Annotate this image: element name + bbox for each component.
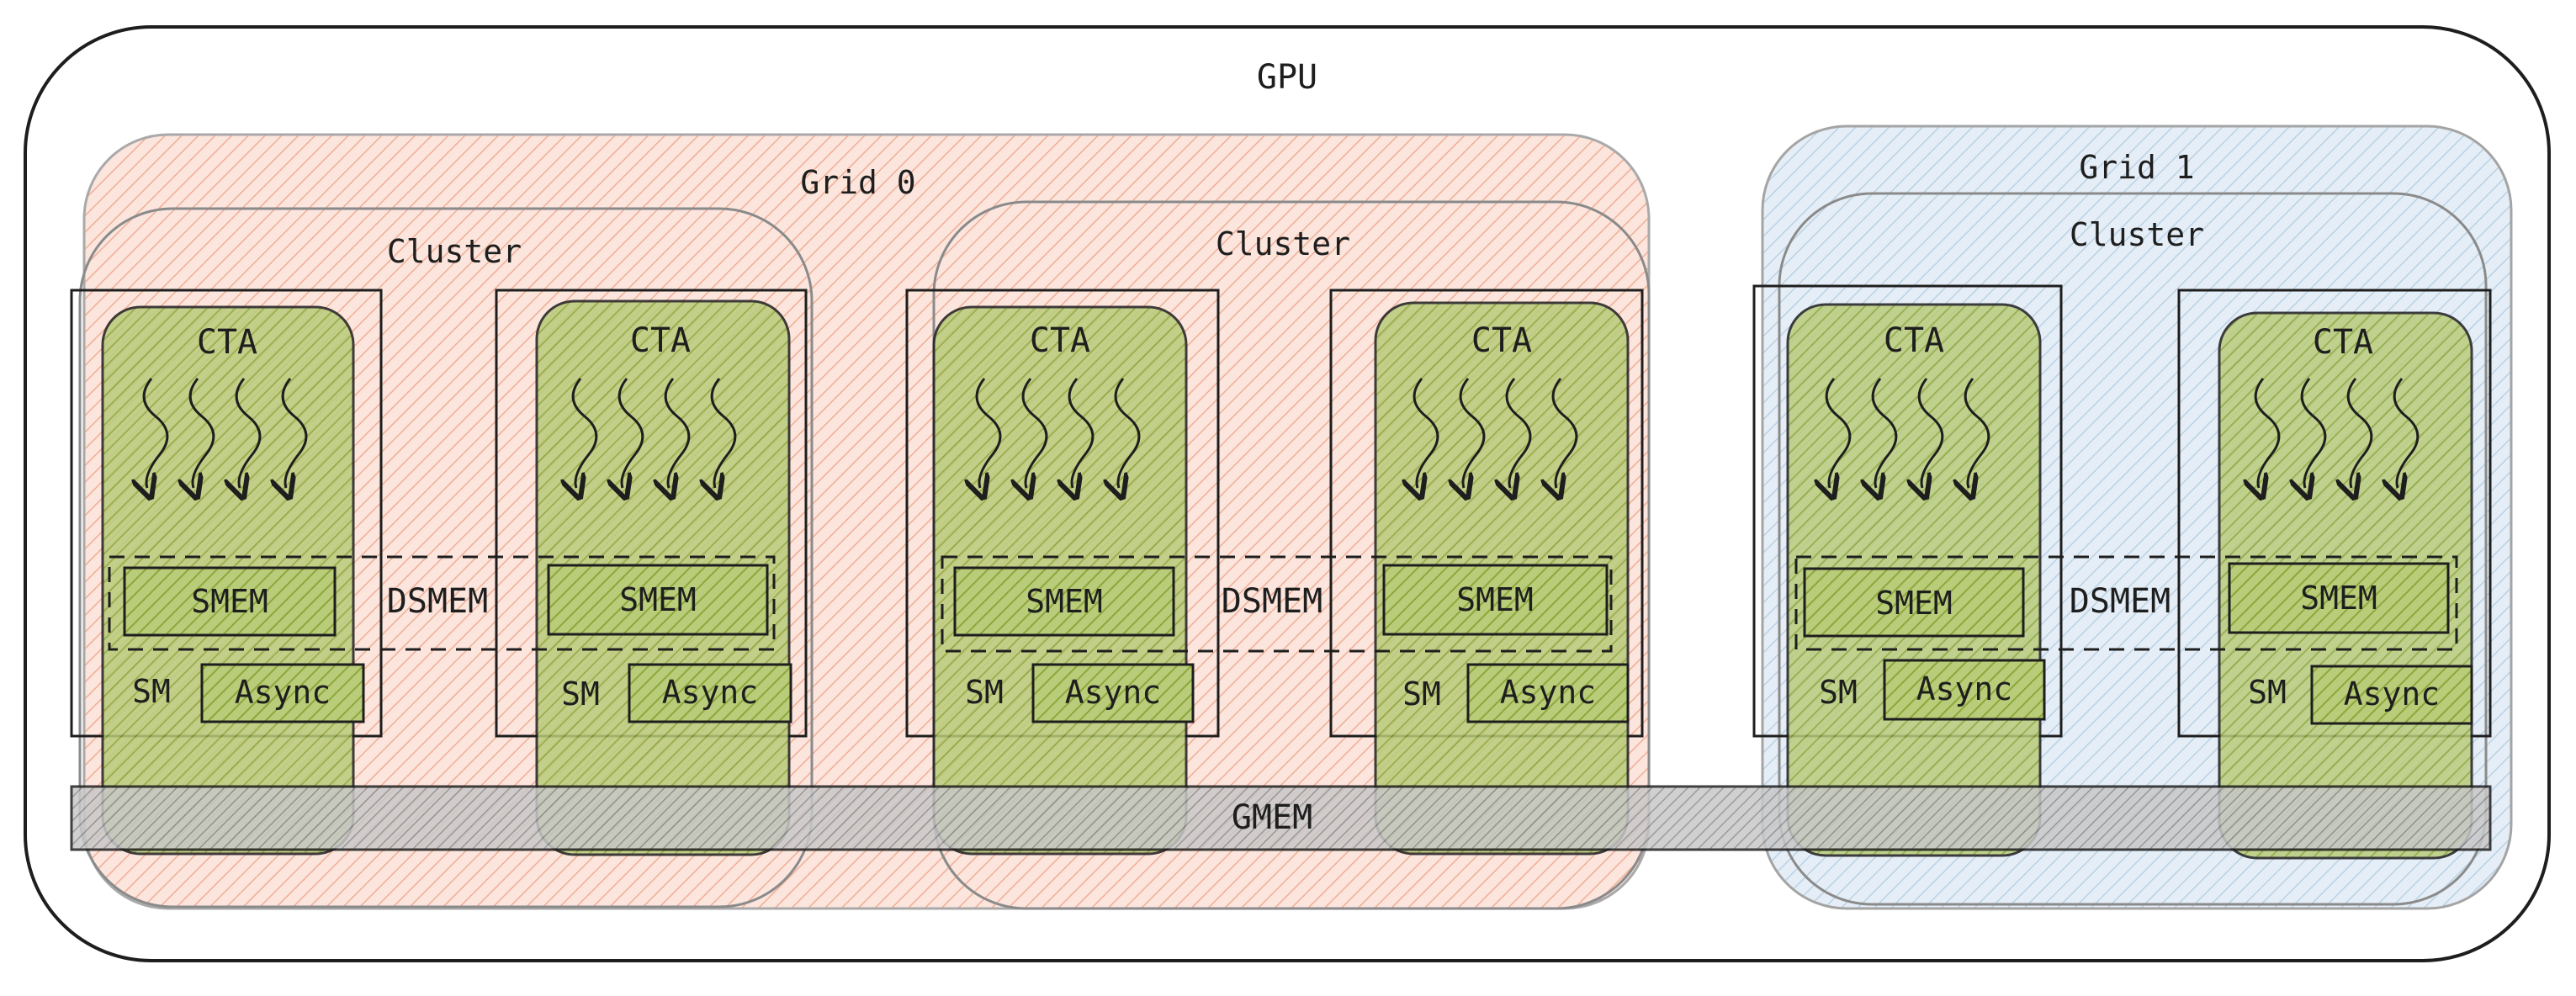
smem-label: SMEM bbox=[619, 581, 697, 618]
smem-label: SMEM bbox=[1875, 585, 1953, 622]
cta: CTA SMEM SM Async bbox=[70, 289, 383, 856]
smem-label: SMEM bbox=[1456, 581, 1534, 618]
async-label: Async bbox=[1916, 670, 2012, 707]
thread-arrows-icon bbox=[1826, 378, 1990, 488]
dsmem-label: DSMEM bbox=[387, 582, 488, 621]
cta-label: CTA bbox=[630, 321, 691, 360]
thread-arrows-icon bbox=[2255, 378, 2420, 488]
cta: CTA SMEM SM Async bbox=[495, 289, 808, 856]
async-label: Async bbox=[1500, 674, 1596, 711]
dsmem-label: DSMEM bbox=[2070, 582, 2171, 621]
cluster-label: Cluster bbox=[1216, 225, 1350, 262]
cta: CTA SMEM SM Async bbox=[2177, 289, 2492, 860]
gmem-bar: GMEM bbox=[70, 785, 2492, 851]
dsmem-region: DSMEM bbox=[941, 555, 1613, 653]
thread-arrows-icon bbox=[1414, 378, 1578, 488]
cluster-label: Cluster bbox=[2070, 216, 2204, 253]
async-label: Async bbox=[662, 674, 758, 711]
cta-label: CTA bbox=[1884, 321, 1944, 360]
dsmem-region: DSMEM bbox=[1794, 555, 2458, 651]
thread-arrows-icon bbox=[144, 378, 308, 488]
cluster-label: Cluster bbox=[387, 233, 522, 270]
cta: CTA SMEM SM Async bbox=[1752, 284, 2063, 857]
sm-label: SM bbox=[1819, 674, 1858, 711]
cta-label: CTA bbox=[2313, 323, 2373, 362]
thread-arrows-icon bbox=[573, 378, 737, 488]
async-label: Async bbox=[2344, 675, 2440, 713]
cta: CTA SMEM SM Async bbox=[905, 289, 1220, 856]
gmem-label: GMEM bbox=[1232, 798, 1312, 837]
cluster-1-0: Cluster bbox=[1778, 192, 2488, 906]
async-label: Async bbox=[235, 674, 331, 711]
smem-label: SMEM bbox=[191, 583, 268, 620]
smem-label: SMEM bbox=[1026, 583, 1103, 620]
dsmem-label: DSMEM bbox=[1222, 582, 1322, 621]
sm-label: SM bbox=[1402, 675, 1441, 713]
cluster-0-0: Cluster bbox=[78, 207, 814, 909]
grid-label: Grid 1 bbox=[2079, 149, 2194, 186]
cluster-0-1: Cluster bbox=[932, 200, 1651, 910]
async-label: Async bbox=[1065, 674, 1161, 711]
gpu-label: GPU bbox=[1257, 58, 1317, 97]
cta-label: CTA bbox=[1030, 321, 1090, 360]
sm-label: SM bbox=[965, 674, 1004, 711]
cta-label: CTA bbox=[1471, 321, 1532, 360]
thread-arrows-icon bbox=[977, 378, 1141, 488]
smem-label: SMEM bbox=[2300, 580, 2377, 617]
sm-label: SM bbox=[132, 673, 171, 710]
dsmem-region: DSMEM bbox=[108, 555, 776, 651]
sm-label: SM bbox=[561, 675, 600, 713]
grid-label: Grid 0 bbox=[800, 164, 915, 201]
cta-label: CTA bbox=[197, 323, 257, 362]
gpu-container: GPU bbox=[24, 25, 2551, 962]
cta: CTA SMEM SM Async bbox=[1329, 289, 1644, 856]
sm-label: SM bbox=[2248, 674, 2287, 711]
